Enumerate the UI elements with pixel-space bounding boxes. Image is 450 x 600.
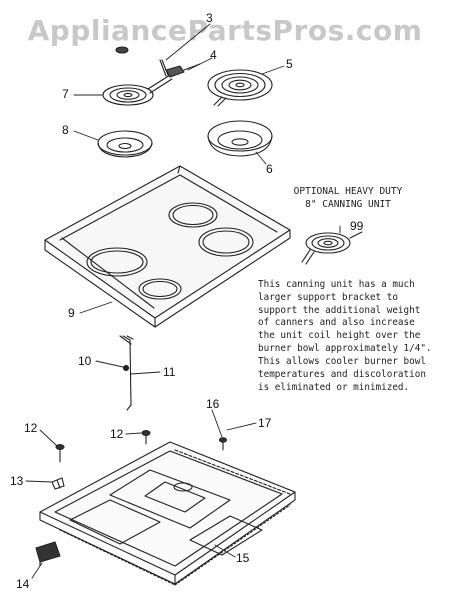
small-drip-bowl (97, 130, 153, 158)
callout-5: 5 (286, 57, 293, 71)
callout-9: 9 (68, 306, 75, 320)
screw-right (218, 437, 228, 451)
callout-14: 14 (16, 577, 30, 591)
large-surface-unit (207, 69, 273, 107)
note-line: This allows cooler burner bowl (258, 355, 426, 367)
note-line: burner bowl approximately 1/4". (258, 343, 432, 355)
callout-7: 7 (62, 87, 69, 101)
callout-12-left: 12 (24, 421, 38, 435)
optional-unit-title: OPTIONAL HEAVY DUTY 8" CANNING UNIT (268, 186, 428, 212)
callout-6: 6 (266, 162, 273, 176)
screw-center (141, 430, 151, 445)
small-surface-unit (102, 74, 173, 106)
cooktop-hinge (119, 335, 134, 411)
large-drip-bowl (207, 120, 273, 157)
callout-8: 8 (62, 123, 69, 137)
bottom-bracket (35, 541, 61, 567)
note-line: the unit coil height over the (258, 330, 421, 342)
optional-unit-title-line1: OPTIONAL HEAVY DUTY (293, 186, 403, 197)
spring-clip (51, 477, 65, 490)
callout-13: 13 (10, 474, 24, 488)
note-line: of canners and also increase (258, 317, 415, 329)
callout-3: 3 (206, 11, 213, 25)
canning-unit (301, 231, 363, 265)
cooktop (44, 165, 291, 328)
callout-15: 15 (236, 551, 250, 565)
callout-17: 17 (258, 416, 272, 430)
callout-4: 4 (210, 48, 217, 62)
mounting-screw (115, 46, 169, 77)
bottom-pan (39, 441, 296, 586)
canning-unit-note: This canning unit has a much larger supp… (258, 279, 444, 394)
leader-lines (25, 23, 341, 579)
terminal-block (165, 63, 201, 78)
note-line: is eliminated or minimized. (258, 381, 410, 393)
note-line: larger support bracket to (258, 291, 398, 303)
callout-12-center: 12 (110, 427, 124, 441)
optional-unit-title-line2: 8" CANNING UNIT (305, 198, 391, 210)
screw-left (55, 444, 65, 463)
callout-99: 99 (350, 219, 364, 233)
callout-10: 10 (78, 354, 92, 368)
callout-16: 16 (206, 397, 220, 411)
note-line: This canning unit has a much (258, 279, 415, 290)
note-line: temperatures and discoloration (258, 368, 426, 380)
note-line: support the additional weight (258, 304, 421, 316)
callout-11: 11 (163, 365, 176, 379)
